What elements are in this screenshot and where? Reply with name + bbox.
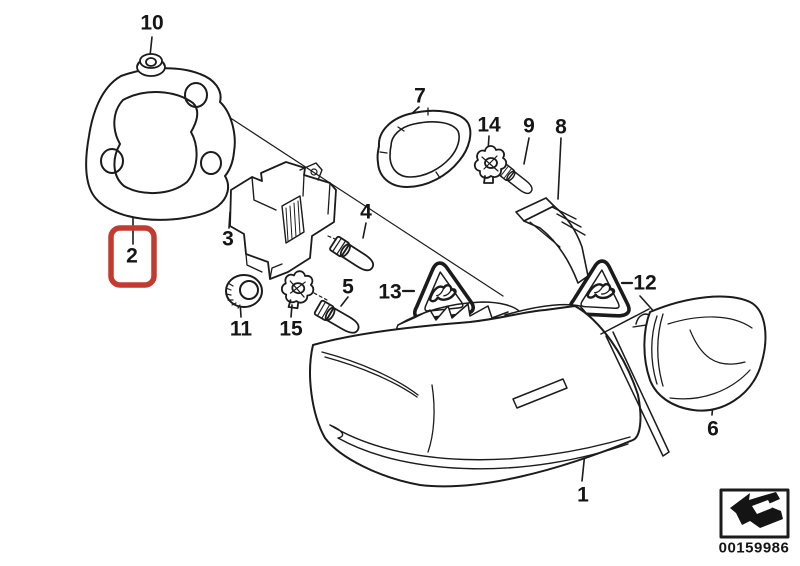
part-label-6[interactable]: 6 — [707, 417, 719, 441]
tail-light-outer-1 — [309, 301, 642, 488]
bracket-8 — [515, 197, 589, 284]
part-label-15[interactable]: 15 — [279, 317, 303, 341]
part-label-3[interactable]: 3 — [222, 227, 234, 251]
part-label-13[interactable]: 13 — [378, 280, 402, 304]
bulb-carrier-3 — [229, 161, 337, 280]
bulb-4 — [328, 235, 378, 276]
part-label-10[interactable]: 10 — [140, 11, 164, 35]
diagram-code: 00159986 — [718, 539, 790, 557]
part-label-4[interactable]: 4 — [360, 200, 372, 224]
part-label-5[interactable]: 5 — [342, 275, 354, 299]
direction-of-travel-arrow-icon — [719, 488, 790, 539]
part-label-14[interactable]: 14 — [477, 113, 501, 137]
part-label-7[interactable]: 7 — [414, 84, 426, 108]
part-label-2[interactable]: 2 — [126, 244, 138, 268]
highlight-box-part-2[interactable] — [108, 225, 157, 288]
part-label-12[interactable]: 12 — [633, 271, 657, 295]
nut-10 — [136, 53, 166, 77]
bulb-5 — [313, 299, 363, 338]
tail-light-inner-6 — [600, 295, 767, 457]
gasket-seal-7 — [376, 107, 472, 188]
part-label-11[interactable]: 11 — [229, 317, 253, 341]
gasket-seal-2 — [85, 67, 236, 221]
part-label-9[interactable]: 9 — [523, 114, 535, 138]
bulb-socket-15 — [278, 268, 317, 311]
construction-line — [205, 101, 504, 297]
cap-nut-11 — [225, 274, 263, 309]
part-label-8[interactable]: 8 — [555, 115, 567, 139]
part-label-1[interactable]: 1 — [577, 483, 589, 507]
